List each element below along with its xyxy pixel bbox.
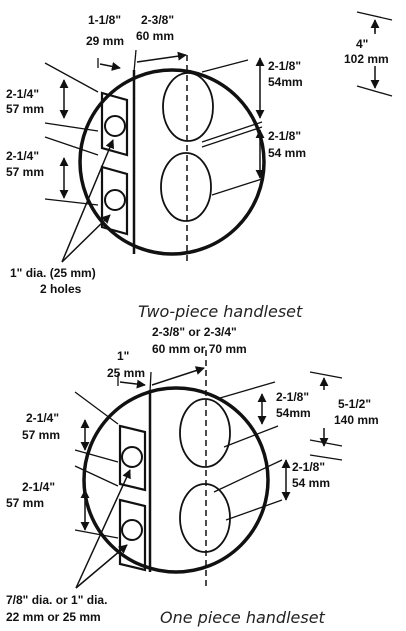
lower-faceplate	[118, 498, 147, 572]
lower-edge-hole	[121, 519, 143, 541]
offset-inch-label: 2-3/8" or 2-3/4"	[152, 325, 237, 339]
spacing-inch-label: 4"	[356, 37, 368, 51]
holes-label-line1: 7/8" dia. or 1" dia.	[6, 593, 107, 607]
one-piece-caption: One piece handleset	[160, 608, 326, 627]
holes-label-line2: 2 holes	[40, 282, 82, 296]
two-piece-caption: Two-piece handleset	[138, 302, 303, 321]
hole1-inch-label: 2-1/8"	[268, 59, 301, 73]
backset-mm-label: 25 mm	[107, 366, 145, 380]
hole2-mm-label: 54 mm	[268, 146, 306, 160]
upper-inch-label: 2-1/4"	[6, 87, 39, 101]
one-piece-diagram: 2-3/8" or 2-3/4" 60 mm or 70 mm 1" 25 mm…	[6, 325, 379, 627]
lower-inch-label: 2-1/4"	[22, 480, 55, 494]
offset-inch-label: 2-3/8"	[141, 13, 174, 27]
lower-faceplate	[100, 165, 129, 236]
upper-face-hole	[162, 72, 214, 142]
upper-faceplate	[100, 91, 129, 157]
hole2-inch-label: 2-1/8"	[268, 129, 301, 143]
spacing-mm-label: 140 mm	[334, 413, 379, 427]
upper-face-hole	[179, 398, 231, 468]
offset-mm-label: 60 mm or 70 mm	[152, 342, 247, 356]
upper-edge-hole	[104, 115, 126, 137]
backset-inch-label: 1-1/8"	[88, 13, 121, 27]
spacing-inch-label: 5-1/2"	[338, 397, 371, 411]
holes-label-line1: 1" dia. (25 mm)	[10, 266, 96, 280]
upper-mm-label: 57 mm	[22, 428, 60, 442]
lower-edge-hole	[104, 189, 126, 211]
spacing-mm-label: 102 mm	[344, 52, 389, 66]
upper-inch-label: 2-1/4"	[26, 411, 59, 425]
two-piece-diagram: 1-1/8" 29 mm 2-3/8" 60 mm 4" 102 mm 2-1/…	[6, 11, 393, 321]
door-edge-circle	[82, 386, 270, 574]
door-edge-circle	[78, 68, 266, 256]
upper-edge-hole	[121, 446, 143, 468]
lower-mm-label: 57 mm	[6, 496, 44, 510]
hole1-mm-label: 54mm	[276, 406, 311, 420]
offset-mm-label: 60 mm	[136, 29, 174, 43]
hole2-mm-label: 54 mm	[292, 476, 330, 490]
lower-face-hole	[160, 152, 212, 222]
hole1-inch-label: 2-1/8"	[276, 390, 309, 404]
lower-inch-label: 2-1/4"	[6, 149, 39, 163]
upper-faceplate	[118, 424, 147, 492]
hole1-mm-label: 54mm	[268, 75, 303, 89]
holes-label-line2: 22 mm or 25 mm	[6, 610, 101, 624]
hole2-inch-label: 2-1/8"	[292, 460, 325, 474]
lower-mm-label: 57 mm	[6, 165, 44, 179]
upper-mm-label: 57 mm	[6, 102, 44, 116]
backset-mm-label: 29 mm	[86, 34, 124, 48]
backset-inch-label: 1"	[117, 349, 129, 363]
lower-face-hole	[179, 483, 231, 553]
